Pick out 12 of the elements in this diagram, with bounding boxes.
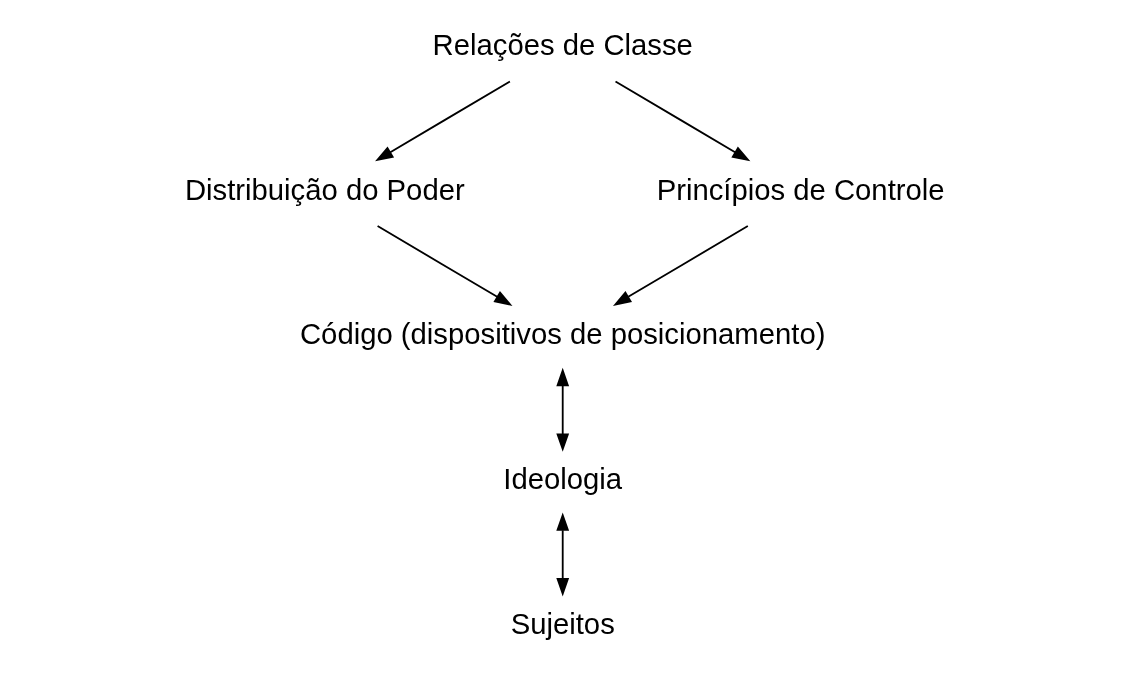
- arrow: [614, 80, 751, 162]
- arrow: [376, 225, 513, 306]
- node-text: Relações de Classe: [432, 28, 693, 62]
- node-text: Código (dispositivos de posicionamento): [299, 317, 826, 351]
- arrow: [556, 367, 570, 452]
- arrow: [375, 80, 511, 162]
- arrow: [556, 512, 570, 597]
- arrow: [613, 225, 749, 306]
- node-text: Sujeitos: [510, 606, 615, 640]
- node-text: Ideologia: [503, 462, 623, 496]
- node-text: Distribuição do Poder: [184, 172, 465, 206]
- node-text: Princípios de Controle: [656, 172, 945, 206]
